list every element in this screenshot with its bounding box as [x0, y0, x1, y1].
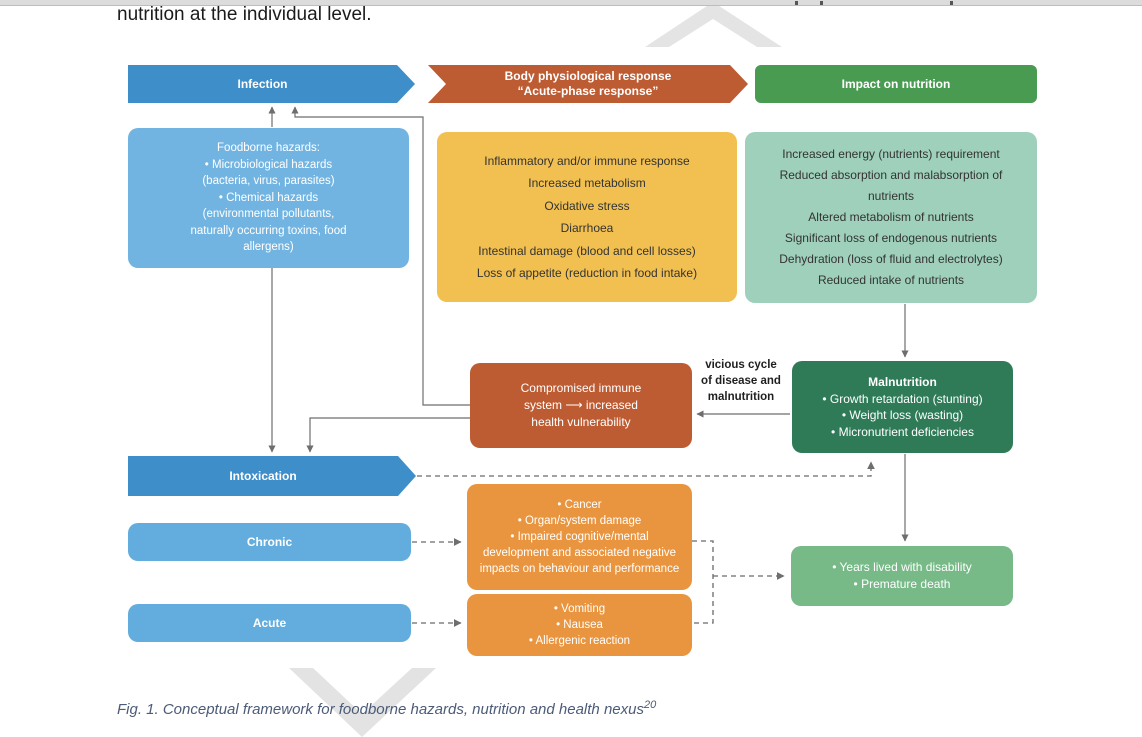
malnutrition-box: Malnutrition • Growth retardation (stunt… — [792, 361, 1013, 453]
text-remnant-mark — [795, 1, 798, 5]
foodborne-hazards-box: Foodborne hazards: • Microbiological haz… — [128, 128, 409, 268]
banner-infection: Infection — [128, 65, 415, 103]
figure-caption: Fig. 1. Conceptual framework for foodbor… — [117, 699, 656, 718]
chronic-box: Chronic — [128, 523, 411, 561]
acute-box: Acute — [128, 604, 411, 642]
banner-infection-label: Infection — [237, 76, 288, 91]
page-edge-bar — [0, 0, 1142, 6]
chronic-effects-box: • Cancer • Organ/system damage • Impaire… — [467, 484, 692, 590]
banner-body-response: Body physiological response “Acute-phase… — [428, 65, 748, 103]
health-outcomes-box: • Years lived with disability • Prematur… — [791, 546, 1013, 606]
body-text-line: nutrition at the individual level. — [117, 4, 372, 25]
banner-body-response-label: Body physiological response “Acute-phase… — [504, 69, 672, 98]
banner-impact-nutrition-label: Impact on nutrition — [841, 76, 951, 91]
malnutrition-title: Malnutrition — [868, 375, 937, 389]
compromised-immune-box: Compromised immune system ⟶ increased he… — [470, 363, 692, 448]
text-remnant-mark — [950, 1, 953, 5]
banner-intoxication-label: Intoxication — [229, 468, 297, 483]
vicious-cycle-label: vicious cycle of disease and malnutritio… — [701, 359, 781, 403]
impact-on-nutrition-box: Increased energy (nutrients) requirement… — [745, 132, 1037, 303]
malnutrition-items: • Growth retardation (stunting) • Weight… — [822, 391, 983, 439]
text-remnant-mark — [820, 1, 823, 5]
figure-caption-text: Fig. 1. Conceptual framework for foodbor… — [117, 701, 644, 718]
banner-intoxication: Intoxication — [128, 456, 416, 496]
banner-impact-nutrition: Impact on nutrition — [755, 65, 1037, 103]
physiological-response-box: Inflammatory and/or immune response Incr… — [437, 132, 737, 302]
acute-effects-box: • Vomiting • Nausea • Allergenic reactio… — [467, 594, 692, 656]
figure-caption-reference: 20 — [643, 699, 657, 711]
